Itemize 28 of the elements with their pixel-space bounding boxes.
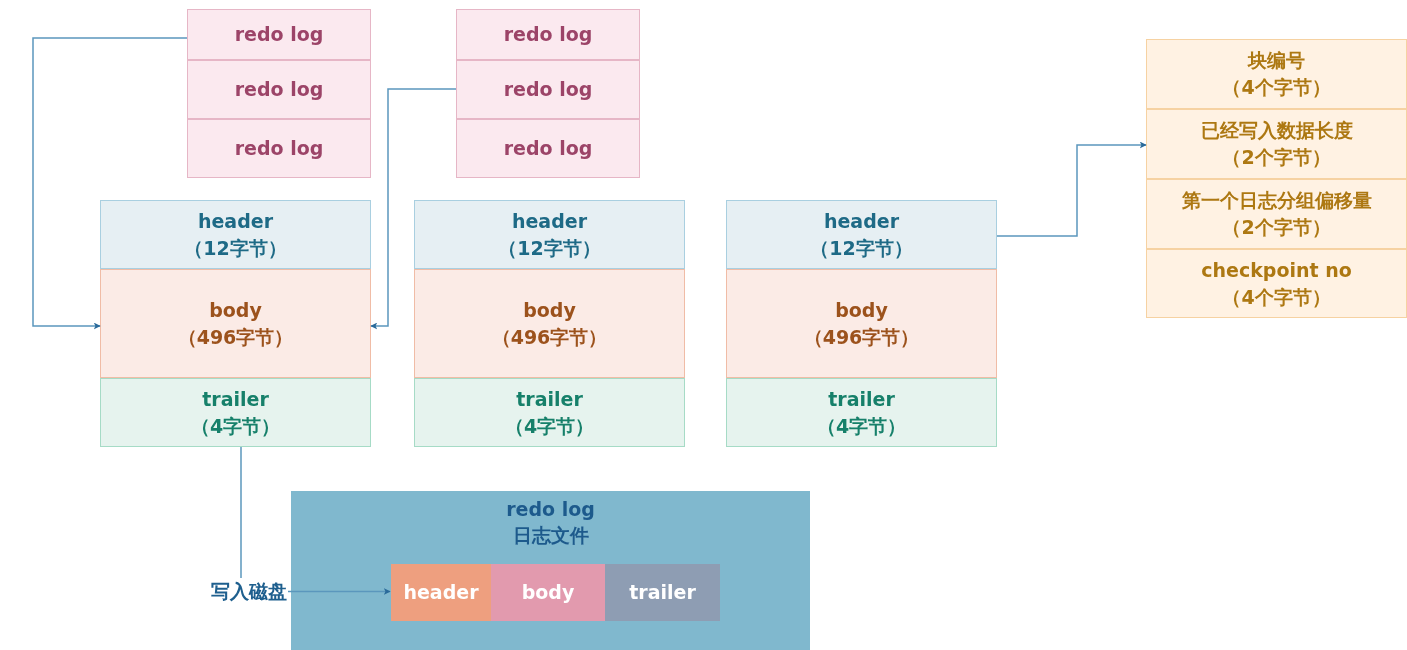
file-body-segment: body xyxy=(491,564,605,621)
arrow xyxy=(32,37,188,330)
trailer-cell: trailer （4字节） xyxy=(414,378,685,447)
redo-log-cell: redo log xyxy=(456,9,640,60)
redo-log-cell: redo log xyxy=(456,119,640,178)
trailer-cell: trailer （4字节） xyxy=(726,378,997,447)
file-trailer-segment: trailer xyxy=(605,564,720,621)
body-cell: body （496字节） xyxy=(726,269,997,378)
redo-log-cell: redo log xyxy=(187,119,371,178)
write-disk-label: 写入磁盘 xyxy=(194,578,288,604)
header-field-cell: 第一个日志分组偏移量 （2个字节） xyxy=(1146,179,1407,249)
redo-log-cell: redo log xyxy=(456,60,640,119)
trailer-cell: trailer （4字节） xyxy=(100,378,371,447)
header-cell: header （12字节） xyxy=(100,200,371,269)
header-cell: header （12字节） xyxy=(414,200,685,269)
file-header-segment: header xyxy=(391,564,491,621)
body-cell: body （496字节） xyxy=(100,269,371,378)
header-cell: header （12字节） xyxy=(726,200,997,269)
arrow xyxy=(287,588,391,595)
arrow xyxy=(370,88,457,330)
body-cell: body （496字节） xyxy=(414,269,685,378)
log-file-panel: redo log 日志文件 header body trailer xyxy=(291,491,810,650)
redo-log-cell: redo log xyxy=(187,60,371,119)
header-field-cell: 已经写入数据长度 （2个字节） xyxy=(1146,109,1407,179)
header-field-cell: checkpoint no （4个字节） xyxy=(1146,249,1407,318)
redo-log-cell: redo log xyxy=(187,9,371,60)
header-field-cell: 块编号 （4个字节） xyxy=(1146,39,1407,109)
arrow xyxy=(996,141,1147,237)
